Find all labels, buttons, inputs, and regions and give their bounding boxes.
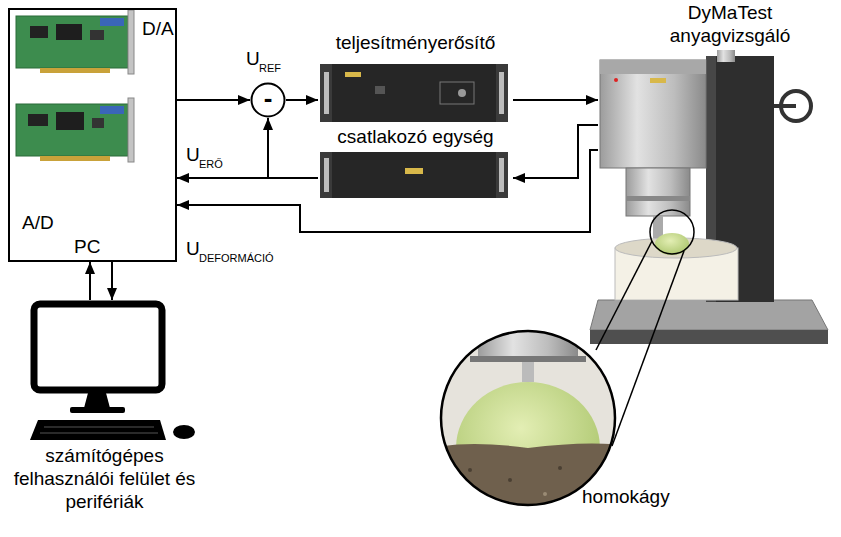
- node-label: D/A: [142, 18, 174, 41]
- signal-subscript: ERŐ: [199, 158, 223, 171]
- testing-machine-node: DyMaTest anyagvizsgáló: [598, 0, 835, 345]
- signal-connector: [513, 125, 598, 178]
- signal-label: homokágy: [582, 486, 670, 509]
- signal-connector: [89, 262, 91, 300]
- user-interface-node: számítógépes felhasználói felület és per…: [10, 300, 199, 524]
- computer-icon: [30, 304, 195, 440]
- node-label: A/D: [22, 212, 54, 235]
- node-label: PC: [74, 236, 100, 259]
- power-amplifier: teljesítményerősítő: [318, 32, 513, 125]
- signal-connector: [177, 99, 250, 101]
- summing-junction: -: [250, 82, 286, 118]
- signal-label: U: [186, 238, 200, 261]
- testing-machine: [590, 50, 828, 446]
- signal-label: U: [186, 144, 200, 167]
- node-label: DyMaTest anyagvizsgáló: [655, 2, 805, 48]
- signal-subscript: REF: [259, 62, 281, 75]
- node-label: csatlakozó egység: [318, 126, 513, 149]
- signal-connector: [268, 118, 318, 178]
- node-label: -: [250, 85, 286, 111]
- signal-connector: [286, 99, 318, 101]
- node-label: teljesítményerősítő: [318, 32, 513, 55]
- signal-subscript: DEFORMÁCIÓ: [199, 252, 274, 265]
- computer-box: D/A A/D PC: [8, 8, 177, 262]
- signal-label: U: [246, 48, 260, 71]
- interface-unit: csatlakozó egység: [318, 126, 513, 202]
- signal-connector: [513, 99, 598, 101]
- signal-connector: [111, 262, 113, 300]
- node-label: számítógépes felhasználói felület és per…: [10, 445, 199, 513]
- daq-card: [16, 10, 134, 162]
- signal-connector: [177, 150, 598, 232]
